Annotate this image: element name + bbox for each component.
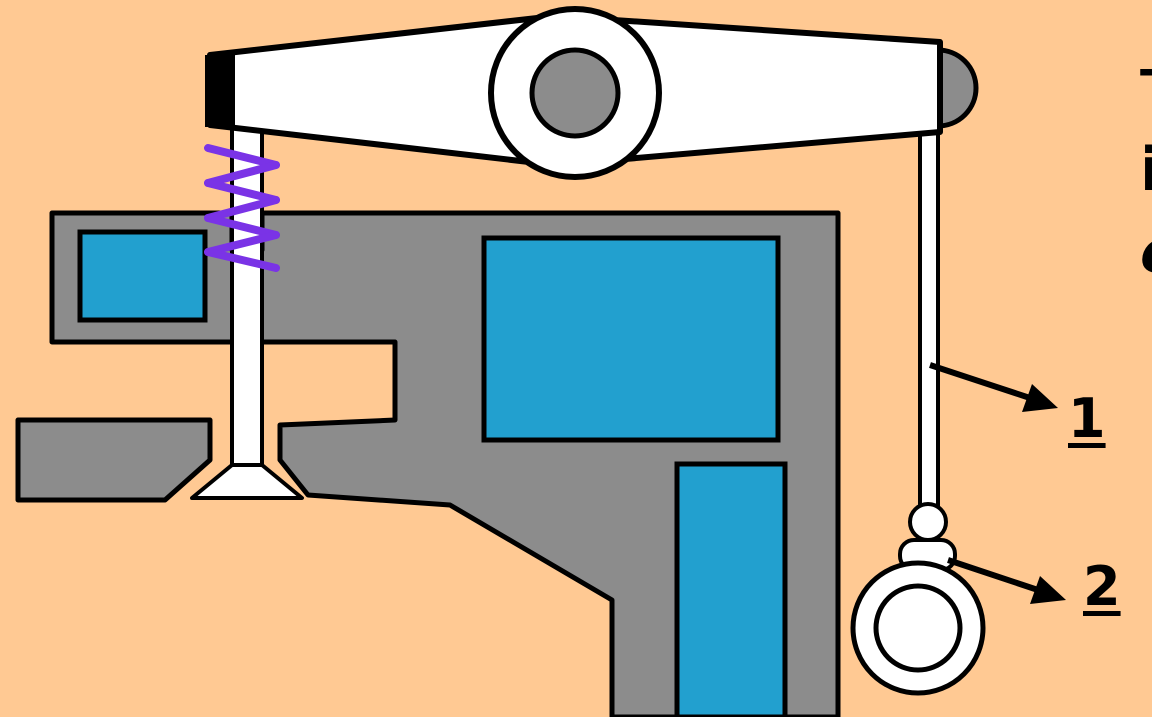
leader-arrow-2 [947,557,1039,593]
rocker-shaft-pivot [529,47,621,139]
cam-assembly [850,502,986,696]
leader-arrow-1 [929,362,1031,401]
cam-inner [873,583,963,673]
clipped-text-line-1: т [1140,52,1152,112]
cylinder-head-lower-left [15,417,213,503]
callout-label-2: 2 [1083,555,1121,618]
valve-spring [204,144,280,272]
leader-arrows [929,362,1066,604]
push-rod [918,123,940,517]
coolant-jacket-small [77,229,208,323]
clipped-text-line-3: с [1140,222,1152,282]
arrowhead-1-icon [1022,384,1058,412]
rocker-arm [205,6,979,180]
clipped-text-line-2: і [1140,135,1152,205]
rocker-arm-tip [205,55,235,127]
coolant-jackets [77,229,788,717]
callout-label-1: 1 [1068,387,1106,450]
cam-follower [908,502,948,542]
valve-head [190,463,304,500]
coolant-jacket-vertical [674,461,788,717]
arrowhead-2-icon [1030,576,1066,604]
coolant-jacket-large [481,235,781,443]
